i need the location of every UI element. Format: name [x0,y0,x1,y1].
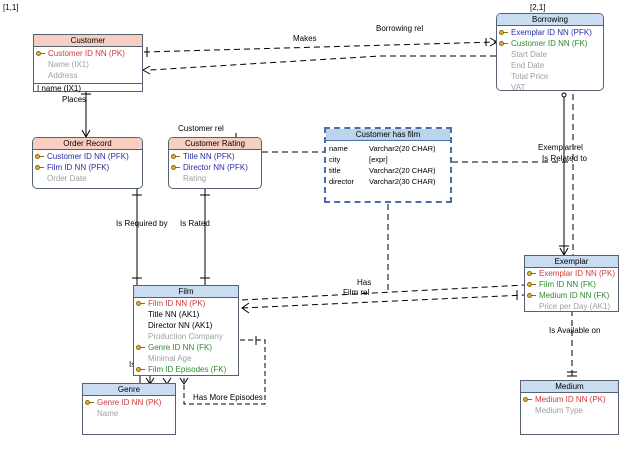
attribute-row: Title NN (AK1) [148,310,200,319]
key-icon [136,367,145,372]
attribute-row: Genre ID NN (PK) [85,397,173,408]
entity-title: Customer [34,35,142,47]
entity-title: Order Record [33,138,142,150]
key-icon [527,282,536,287]
attribute-row: Medium ID NN (PK) [523,394,616,405]
attribute-row: Film ID Episodes (FK) [136,364,236,375]
attribute-row: Name [97,409,119,418]
entity-exemplar[interactable]: Exemplar Exemplar ID NN (PK) Film ID NN … [524,255,619,312]
attribute-row: Order Date [47,174,87,183]
label-is-related-to: Is Related to [542,154,587,163]
attribute-row: Film ID NN (FK) [527,279,616,290]
attribute-row: Title NN (PFK) [171,151,259,162]
key-icon [136,301,145,306]
label-borrowing-rel: Borrowing rel [376,24,424,33]
attribute-row: Exemplar ID NN (PK) [527,268,616,279]
attribute-row: Minimal Age [148,354,192,363]
entity-customer-rating[interactable]: Customer Rating Title NN (PFK) Director … [168,137,262,189]
label-film-rel: Film rel [343,288,370,297]
key-icon [523,397,532,402]
attribute-row: Name (IX1) [48,60,89,69]
label-places: Places [62,95,87,104]
key-icon [35,165,44,170]
key-icon [171,165,180,170]
attribute-row: Genre ID NN (FK) [136,342,236,353]
entity-borrowing[interactable]: Borrowing Exemplar ID NN (PFK) Customer … [496,13,604,91]
key-icon [85,400,94,405]
entity-medium[interactable]: Medium Medium ID NN (PK) Medium Type [520,380,619,435]
index-row: I name (IX1) [34,83,142,94]
attribute-row: Medium ID NN (FK) [527,290,616,301]
attribute-row: Customer ID NN (PK) [36,48,140,59]
attribute-row: Rating [183,174,207,183]
attribute-row: Director NN (PFK) [171,162,259,173]
attribute-row: Medium Type [535,406,583,415]
entity-film[interactable]: Film Film ID NN (PK) Title NN (AK1) Dire… [133,285,239,376]
label-is-rated: Is Rated [180,219,210,228]
label-has: Has [357,278,372,287]
key-icon [36,51,45,56]
label-is-required-by: Is Required by [116,219,168,228]
entity-title: Customer Rating [169,138,261,150]
label-is-available-on: Is Available on [549,326,601,335]
grid-position-left: [1,1] [3,3,19,12]
key-icon [527,293,536,298]
attribute-row: Film ID NN (PFK) [35,162,140,173]
entity-title: Exemplar [525,256,618,268]
attribute-row: Customer ID NN (FK) [499,38,601,49]
key-icon [527,271,536,276]
attribute-row: Address [48,71,78,80]
attribute-row: Director NN (AK1) [148,321,213,330]
grid-position-right: [2,1] [530,3,546,12]
label-customer-rel: Customer rel [178,124,224,133]
view-row: city[expr] [329,155,388,164]
entity-title: Film [134,286,238,298]
key-icon [136,345,145,350]
label-exemplar-rel: Exemplar rel [538,143,583,152]
entity-order-record[interactable]: Order Record Customer ID NN (PFK) Film I… [32,137,143,189]
attribute-row: End Date [511,61,545,70]
attribute-row: Start Date [511,50,548,59]
key-icon [35,154,44,159]
attribute-row: Production Company [148,332,223,341]
entity-title: Medium [521,381,618,393]
key-icon [171,154,180,159]
view-title: Customer has film [326,129,450,141]
label-has-more-episodes: Has More Episodes [193,393,263,402]
attribute-row: Total Price [511,72,549,81]
label-makes: Makes [293,34,317,43]
attribute-row: Film ID NN (PK) [136,298,236,309]
attribute-row: Exemplar ID NN (PFK) [499,27,601,38]
key-icon [499,41,508,46]
attribute-row: Customer ID NN (PFK) [35,151,140,162]
attribute-row: VAT [511,83,526,91]
key-icon [499,30,508,35]
entity-title: Genre [83,384,175,396]
entity-title: Borrowing [497,14,603,26]
attribute-row: Price per Day (AK1) [539,302,611,311]
label-is: Is [129,360,135,369]
entity-genre[interactable]: Genre Genre ID NN (PK) Name [82,383,176,435]
entity-customer[interactable]: Customer Customer ID NN (PK) Name (IX1) … [33,34,143,94]
